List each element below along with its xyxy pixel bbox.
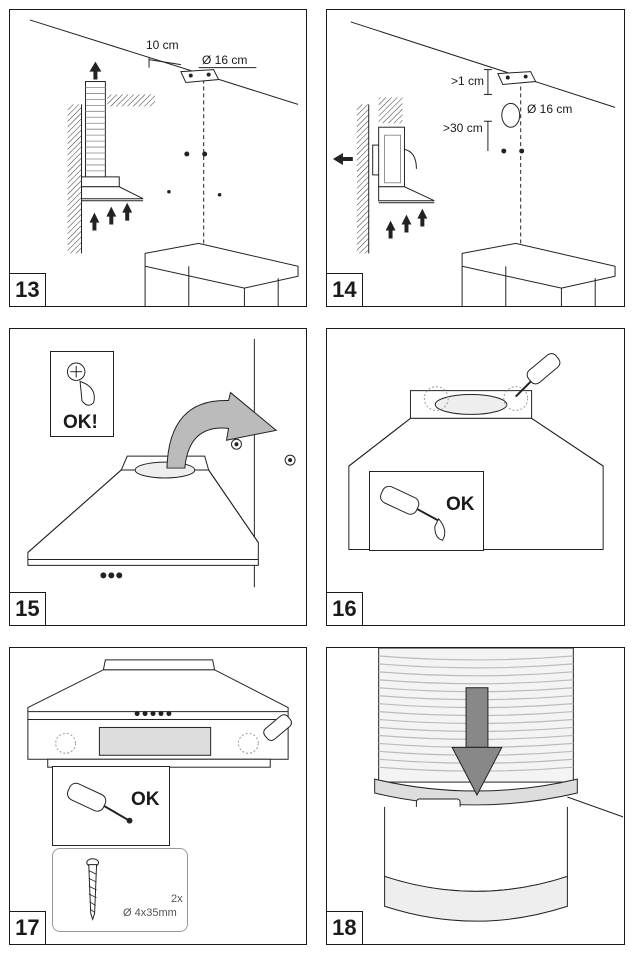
cooker-hood-icon (27, 659, 289, 768)
keyhole-icon (79, 380, 95, 406)
screwdriver-icon (263, 714, 292, 741)
screwdriver-icon (380, 485, 440, 522)
ok-label: OK (446, 494, 475, 515)
cooker-hood-icon (27, 455, 259, 566)
ok-detail-inset: OK! (50, 351, 114, 437)
step-number: 16 (327, 591, 364, 625)
cooker-hood-icon (81, 176, 144, 202)
screw-spec-box: 2x Ø 4x35mm (52, 848, 188, 932)
step-17-illustration (27, 659, 292, 768)
flexible-duct-icon (84, 81, 106, 187)
ok-label: OK! (63, 412, 98, 433)
step-17-panel: OK 2x Ø 4x35mm 17 (9, 647, 307, 945)
step-15-panel: OK! 15 (9, 328, 307, 626)
step-14-panel: >1 cm Ø 16 cm >30 cm 14 (326, 9, 625, 307)
step-number: 18 (327, 910, 364, 944)
step-18-panel: 18 (326, 647, 625, 945)
diameter-label: Ø 16 cm (202, 53, 248, 67)
wall-plug-icon (284, 454, 296, 466)
arrow-down-icon (451, 687, 503, 797)
step-18-illustration (374, 648, 624, 922)
ceiling-bracket-icon (180, 69, 220, 84)
screw-icon (86, 858, 100, 921)
screw-icon (66, 362, 86, 381)
cooker-hood-icon (378, 186, 435, 204)
arrow-left-icon (332, 153, 353, 165)
step-13-panel: 10 cm Ø 16 cm 13 (9, 9, 307, 307)
ok-label: OK (131, 789, 160, 810)
step-number: 13 (10, 272, 47, 306)
step-number: 15 (10, 591, 47, 625)
wall-plug-icon (231, 438, 242, 450)
ok-detail-inset: OK (369, 471, 484, 551)
step-14-illustration (332, 21, 616, 306)
duct-opening-icon (501, 102, 521, 128)
screw-size-label: Ø 4x35mm (123, 907, 177, 919)
min-distance-label: >30 cm (443, 121, 483, 135)
ok-detail-inset: OK (52, 766, 170, 846)
min-gap-label: >1 cm (451, 74, 485, 88)
arrow-icon (166, 391, 278, 469)
arrow-up-icon (89, 61, 102, 80)
screwdriver-icon (67, 782, 129, 821)
step-16-panel: OK 16 (326, 328, 625, 626)
diameter-label: Ø 16 cm (527, 102, 573, 116)
keyhole-icon (434, 517, 446, 541)
step-number: 14 (327, 272, 364, 306)
screwdriver-icon (515, 353, 561, 398)
step-number: 17 (10, 910, 47, 944)
quantity-label: 2x (171, 893, 183, 905)
step-15-illustration (27, 338, 296, 588)
step-13-illustration (29, 19, 299, 306)
cabinet-icon (144, 242, 299, 306)
distance-label: 10 cm (146, 38, 179, 52)
